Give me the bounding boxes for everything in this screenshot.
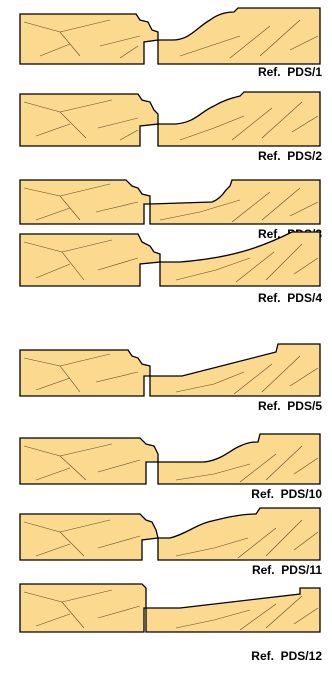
ref-label: Ref. PDS/2 bbox=[257, 149, 322, 163]
profile-drawing bbox=[19, 231, 321, 287]
profile-drawing bbox=[19, 343, 321, 397]
profile-drawing bbox=[19, 433, 321, 485]
ref-label: Ref. PDS/11 bbox=[251, 563, 322, 577]
ref-label: Ref. PDS/10 bbox=[251, 487, 322, 501]
ref-label: Ref. PDS/12 bbox=[251, 649, 322, 663]
ref-label: Ref. PDS/1 bbox=[257, 65, 322, 79]
profile-pds-2: Ref. PDS/2 bbox=[0, 88, 332, 166]
profile-pds-4: Ref. PDS/4 bbox=[0, 228, 332, 310]
profile-drawing bbox=[19, 583, 321, 633]
profile-pds-3: Ref. PDS/3 bbox=[0, 176, 332, 250]
ref-label: Ref. PDS/5 bbox=[257, 399, 322, 413]
profile-pds-11: Ref. PDS/11 bbox=[0, 500, 332, 578]
profile-pds-10: Ref. PDS/10 bbox=[0, 428, 332, 506]
profile-pds-12: Ref. PDS/12 bbox=[0, 578, 332, 668]
profile-drawing bbox=[19, 7, 321, 65]
profile-drawing bbox=[19, 91, 321, 147]
profile-drawing bbox=[19, 507, 321, 561]
profile-drawing bbox=[19, 179, 321, 225]
ref-label: Ref. PDS/4 bbox=[257, 291, 322, 305]
profile-pds-1: Ref. PDS/1 bbox=[0, 6, 332, 82]
profile-pds-5: Ref. PDS/5 bbox=[0, 343, 332, 416]
